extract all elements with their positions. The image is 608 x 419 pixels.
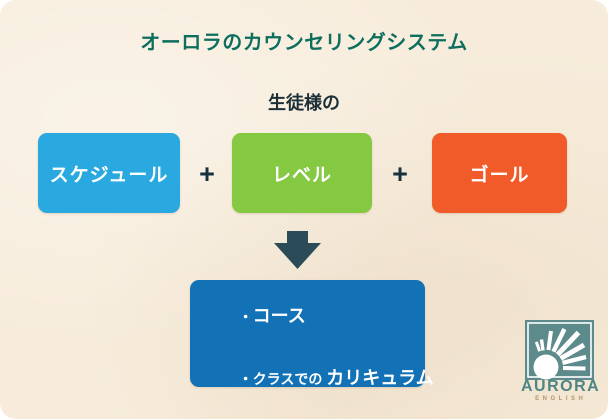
logo-tagline-text: ENGLISH <box>535 396 587 402</box>
level-box: レベル <box>232 133 372 213</box>
result-box: ・コース ・クラスでの カリキュラム ・クラス以外の 学習コース <box>190 280 434 388</box>
result-item: ・クラスでの カリキュラム <box>190 346 434 408</box>
goal-box-label: ゴール <box>469 164 530 186</box>
aurora-logo: AURORA ENGLISH <box>521 320 601 403</box>
schedule-box: スケジュール <box>38 133 180 213</box>
result-item-prefix: クラスでの <box>252 371 327 387</box>
result-item-emphasis: コース <box>252 306 306 326</box>
down-arrow-icon <box>274 231 321 269</box>
logo-brand-text: AURORA <box>521 378 601 395</box>
goal-box: ゴール <box>432 133 567 213</box>
plus-sign: + <box>199 159 215 189</box>
bullet-dot: ・ <box>238 371 253 387</box>
schedule-box-label: スケジュール <box>49 164 169 186</box>
level-box-label: レベル <box>271 164 332 186</box>
result-item: ・コース <box>190 284 425 346</box>
formula-subtitle: 生徒様の <box>268 93 340 113</box>
bullet-dot: ・ <box>238 309 253 325</box>
result-item: ・クラス以外の 学習コース <box>190 408 425 419</box>
result-item-emphasis: カリキュラム <box>326 368 434 388</box>
sun-logo-icon <box>524 320 594 380</box>
page-title: オーロラのカウンセリングシステム <box>140 32 468 54</box>
plus-sign: + <box>392 159 408 189</box>
